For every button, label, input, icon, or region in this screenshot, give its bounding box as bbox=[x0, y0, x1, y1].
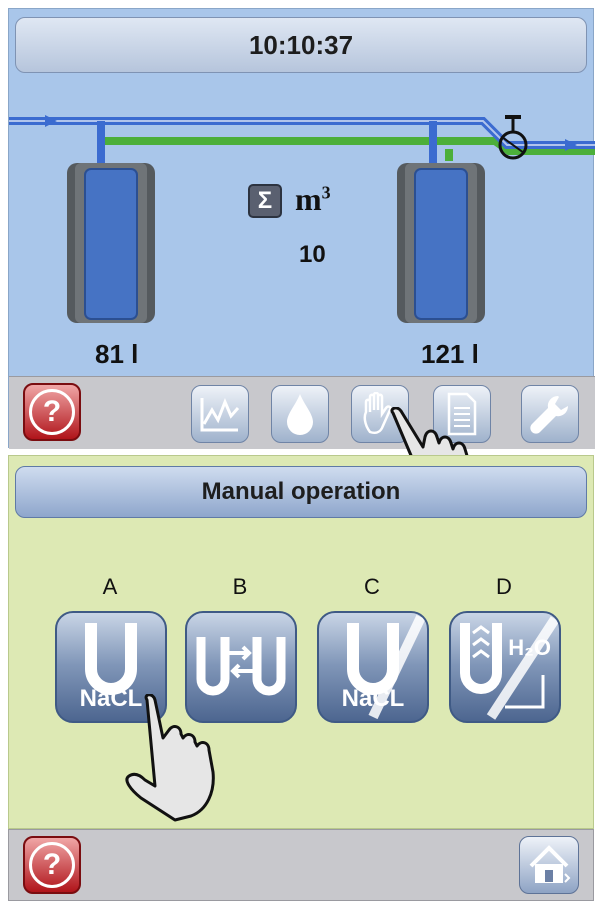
service-button[interactable] bbox=[521, 385, 579, 443]
help-button-footer[interactable]: ? bbox=[23, 836, 81, 894]
footer-bar: ? bbox=[8, 829, 594, 901]
flow-arrow-icon bbox=[565, 139, 577, 151]
plant-scheme bbox=[9, 115, 595, 323]
option-d-caption: H₂O bbox=[508, 635, 551, 660]
help-button[interactable]: ? bbox=[23, 383, 81, 441]
graph-button[interactable] bbox=[191, 385, 249, 443]
valve-icon bbox=[498, 115, 528, 160]
document-button[interactable] bbox=[433, 385, 491, 443]
tank-switch-icon bbox=[196, 637, 286, 696]
water-button[interactable] bbox=[271, 385, 329, 443]
option-c-brine-off-button[interactable]: NaCL bbox=[317, 611, 429, 723]
home-button[interactable] bbox=[519, 836, 579, 894]
tank-right bbox=[397, 163, 485, 323]
option-d-rinse-button[interactable]: H₂O bbox=[449, 611, 561, 723]
toolbar: ? bbox=[9, 376, 595, 525]
u-tube-icon bbox=[85, 623, 137, 695]
sum-icon bbox=[248, 184, 282, 218]
counter-value: 10 bbox=[299, 241, 326, 268]
u-tube-disabled-icon bbox=[347, 614, 426, 720]
home-icon bbox=[529, 845, 571, 883]
counter-unit: m3 bbox=[295, 181, 331, 217]
clock-display: 10:10:37 bbox=[15, 17, 587, 73]
sum-symbol: Σ bbox=[257, 187, 273, 214]
manual-operation-title: Manual operation bbox=[15, 466, 587, 518]
tank-left bbox=[67, 163, 155, 323]
help-icon: ? bbox=[29, 389, 75, 435]
water-drop-icon bbox=[287, 394, 313, 435]
graph-icon bbox=[200, 398, 240, 432]
option-c-label: C bbox=[364, 574, 380, 599]
option-c-caption: NaCL bbox=[341, 685, 405, 712]
rinse-icon bbox=[460, 616, 559, 720]
right-tank-volume: 121 l bbox=[421, 339, 479, 369]
document-icon bbox=[447, 392, 477, 436]
option-b-switch-button[interactable] bbox=[185, 611, 297, 723]
option-b-label: B bbox=[232, 574, 248, 599]
manual-operation-panel: Manual operation A B C D NaCL bbox=[8, 455, 594, 829]
hand-icon bbox=[363, 392, 392, 435]
option-d-label: D bbox=[496, 574, 512, 599]
left-tank-volume: 81 l bbox=[95, 339, 139, 369]
wrench-icon bbox=[530, 395, 569, 434]
option-a-label: A bbox=[102, 574, 118, 599]
help-icon: ? bbox=[29, 842, 75, 888]
flow-arrow-icon bbox=[45, 115, 57, 127]
option-a-caption: NaCL bbox=[79, 685, 143, 712]
system-panel: 10:10:37 bbox=[8, 8, 595, 525]
pointer-hand-icon bbox=[125, 694, 215, 822]
